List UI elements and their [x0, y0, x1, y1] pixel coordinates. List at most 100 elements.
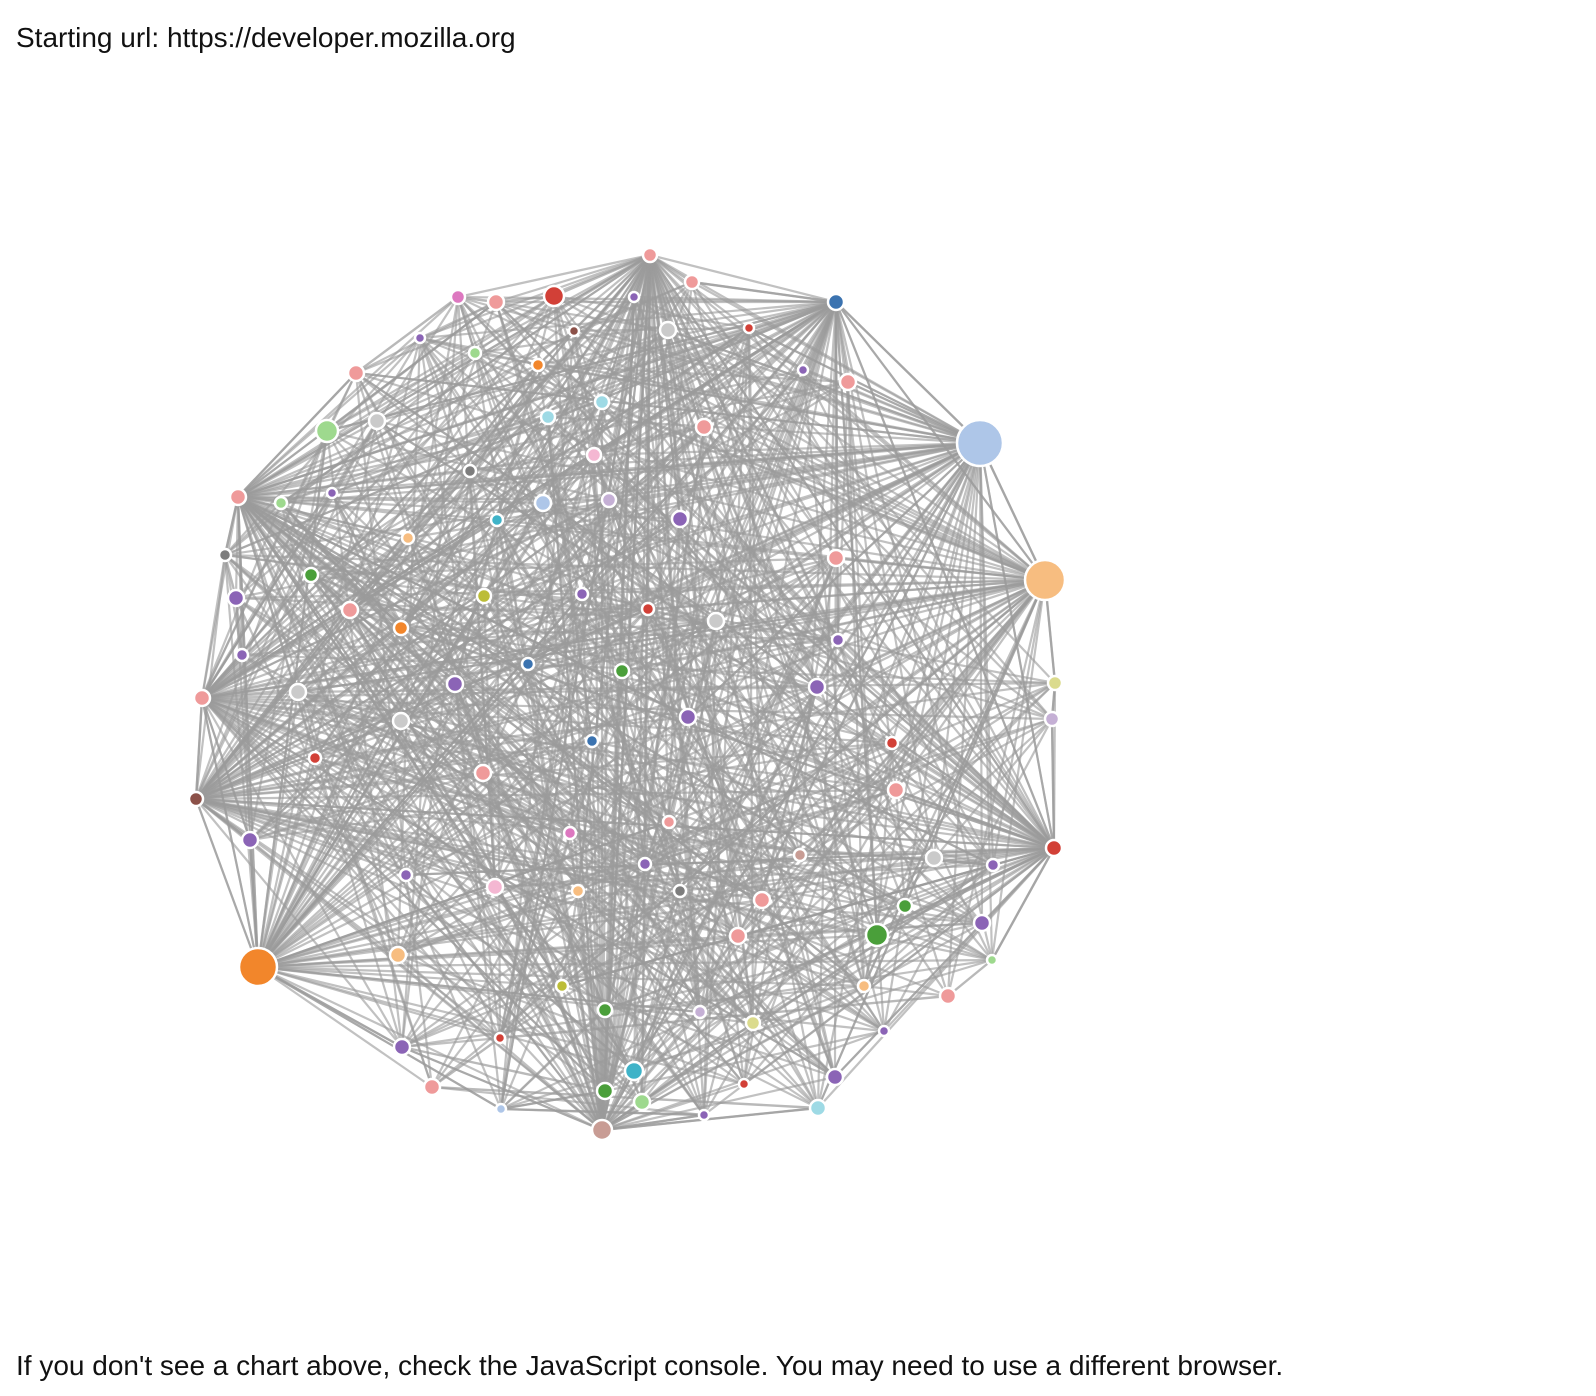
- graph-node[interactable]: [955, 418, 1005, 468]
- graph-node[interactable]: [585, 446, 603, 464]
- graph-node[interactable]: [392, 1037, 412, 1057]
- graph-node[interactable]: [692, 1004, 708, 1020]
- graph-node[interactable]: [340, 600, 360, 620]
- graph-node[interactable]: [613, 662, 631, 680]
- graph-node[interactable]: [728, 926, 748, 946]
- graph-node[interactable]: [475, 587, 493, 605]
- graph-node[interactable]: [187, 790, 205, 808]
- graph-node[interactable]: [400, 530, 416, 546]
- graph-node[interactable]: [485, 877, 505, 897]
- graph-node[interactable]: [672, 883, 688, 899]
- graph-node[interactable]: [473, 763, 493, 783]
- graph-node[interactable]: [346, 363, 366, 383]
- graph-node[interactable]: [493, 1031, 507, 1045]
- graph-node[interactable]: [1044, 838, 1064, 858]
- graph-node[interactable]: [325, 486, 339, 500]
- graph-node[interactable]: [593, 393, 611, 411]
- graph-node[interactable]: [938, 986, 958, 1006]
- graph-node[interactable]: [796, 363, 810, 377]
- graph-node[interactable]: [388, 945, 408, 965]
- graph-node[interactable]: [590, 1118, 614, 1142]
- graph-node[interactable]: [391, 711, 411, 731]
- graph-node[interactable]: [826, 548, 846, 568]
- graph-node[interactable]: [632, 1092, 652, 1112]
- graph-node[interactable]: [924, 848, 944, 868]
- graph-node[interactable]: [694, 417, 714, 437]
- graph-node[interactable]: [697, 1108, 711, 1122]
- graph-node[interactable]: [808, 1098, 828, 1118]
- graph-node[interactable]: [661, 814, 677, 830]
- graph-node[interactable]: [520, 656, 536, 672]
- graph-node[interactable]: [658, 320, 678, 340]
- graph-node[interactable]: [641, 246, 659, 264]
- graph-node[interactable]: [856, 978, 872, 994]
- graph-node[interactable]: [467, 345, 483, 361]
- graph-node[interactable]: [542, 284, 566, 308]
- graph-node[interactable]: [422, 1077, 442, 1097]
- graph-node[interactable]: [574, 586, 590, 602]
- graph-node[interactable]: [486, 292, 506, 312]
- graph-node[interactable]: [570, 883, 586, 899]
- graph-node[interactable]: [489, 512, 505, 528]
- graph-node[interactable]: [864, 922, 890, 948]
- graph-node[interactable]: [600, 491, 618, 509]
- graph-node[interactable]: [288, 682, 308, 702]
- graph-node[interactable]: [886, 780, 906, 800]
- graph-node[interactable]: [825, 1067, 845, 1087]
- graph-node[interactable]: [530, 357, 546, 373]
- graph-node[interactable]: [744, 1014, 762, 1032]
- graph-node[interactable]: [302, 566, 320, 584]
- graph-node[interactable]: [1023, 558, 1067, 602]
- graph-node[interactable]: [1043, 710, 1061, 728]
- graph-node[interactable]: [678, 707, 698, 727]
- graph-node[interactable]: [445, 674, 465, 694]
- graph-node[interactable]: [877, 1024, 891, 1038]
- graph-node[interactable]: [972, 913, 992, 933]
- graph-node[interactable]: [627, 290, 641, 304]
- graph-node[interactable]: [737, 1077, 751, 1091]
- graph-node[interactable]: [554, 978, 570, 994]
- graph-node[interactable]: [752, 890, 772, 910]
- graph-node[interactable]: [637, 856, 653, 872]
- graph-node[interactable]: [367, 411, 387, 431]
- graph-node[interactable]: [706, 611, 726, 631]
- graph-node[interactable]: [192, 688, 212, 708]
- graph-node[interactable]: [567, 324, 581, 338]
- graph-node[interactable]: [273, 495, 289, 511]
- graph-node[interactable]: [584, 733, 600, 749]
- graph-node[interactable]: [807, 677, 827, 697]
- graph-node[interactable]: [562, 825, 578, 841]
- graph-node[interactable]: [533, 493, 553, 513]
- graph-node[interactable]: [683, 273, 701, 291]
- graph-node[interactable]: [307, 750, 323, 766]
- graph-node[interactable]: [226, 588, 246, 608]
- graph-node[interactable]: [449, 288, 467, 306]
- graph-node[interactable]: [392, 619, 410, 637]
- graph-node[interactable]: [539, 408, 557, 426]
- graph-node[interactable]: [1046, 674, 1064, 692]
- graph-node[interactable]: [398, 867, 414, 883]
- graph-node[interactable]: [792, 847, 808, 863]
- graph-node[interactable]: [985, 953, 999, 967]
- graph-node[interactable]: [640, 601, 656, 617]
- graph-node[interactable]: [670, 509, 690, 529]
- graph-node[interactable]: [494, 1102, 508, 1116]
- graph-node[interactable]: [240, 830, 260, 850]
- graph-node[interactable]: [884, 735, 900, 751]
- graph-node[interactable]: [623, 1060, 645, 1082]
- graph-node[interactable]: [314, 418, 340, 444]
- graph-node[interactable]: [234, 647, 250, 663]
- graph-node[interactable]: [217, 547, 233, 563]
- graph-node[interactable]: [228, 487, 248, 507]
- graph-node[interactable]: [237, 946, 279, 988]
- graph-node[interactable]: [896, 897, 914, 915]
- graph-node[interactable]: [595, 1081, 615, 1101]
- graph-node[interactable]: [985, 857, 1001, 873]
- graph-node[interactable]: [838, 372, 858, 392]
- graph-node[interactable]: [596, 1001, 614, 1019]
- graph-node[interactable]: [826, 292, 846, 312]
- graph-node[interactable]: [413, 331, 427, 345]
- graph-node[interactable]: [462, 463, 478, 479]
- graph-node[interactable]: [830, 632, 846, 648]
- graph-node[interactable]: [742, 321, 756, 335]
